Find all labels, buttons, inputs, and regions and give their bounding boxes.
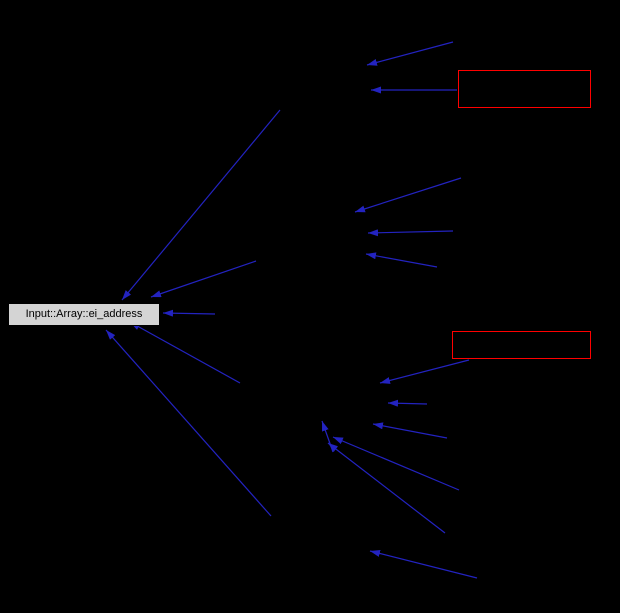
graph-edge	[387, 399, 428, 407]
graph-node-highlight-middle[interactable]	[452, 331, 591, 359]
graph-edge	[365, 252, 438, 268]
graph-edge	[321, 420, 334, 453]
graph-edge	[379, 359, 470, 384]
graph-node-highlight-top[interactable]	[458, 70, 591, 108]
graph-edge	[150, 260, 257, 298]
graph-edge	[332, 436, 460, 491]
graph-edge	[162, 309, 216, 317]
edge-group	[105, 41, 478, 579]
graph-edge	[121, 109, 281, 301]
graph-edge	[366, 41, 454, 66]
graph-edge	[367, 229, 454, 237]
graph-edge	[129, 321, 241, 384]
graph-edge	[327, 442, 446, 534]
graph-edge	[372, 422, 448, 439]
graph-node-input-array-ei-address[interactable]: Input::Array::ei_address	[8, 303, 160, 326]
graph-edge	[354, 177, 462, 213]
graph-node-label: Input::Array::ei_address	[25, 308, 143, 320]
graph-edge	[105, 329, 272, 517]
graph-edge	[369, 550, 478, 579]
